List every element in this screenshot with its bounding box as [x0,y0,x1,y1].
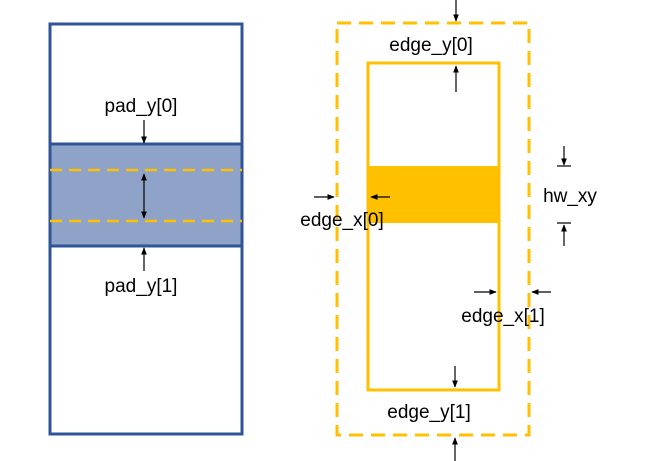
hw-xy-label: hw_xy [543,186,597,207]
right-panel: edge_y[0] edge_y[1] edge_x[0] edge_x[1] … [300,0,597,461]
edge-x-right-label: edge_x[1] [461,306,544,327]
edge-y-bottom-label: edge_y[1] [387,402,470,423]
pad-y-top-label: pad_y[0] [105,96,178,117]
pad-y-bottom-label: pad_y[1] [105,276,178,297]
edge-y-top-label: edge_y[0] [389,35,472,56]
edge-x-left-label: edge_x[0] [300,210,383,231]
left-panel-band [50,144,242,246]
left-panel-outline [48,22,244,436]
right-outer-dashed-rect [335,21,531,437]
right-filled-band [368,166,499,223]
right-inner-rect [366,61,501,392]
left-panel: pad_y[0] pad_y[1] [48,22,244,436]
